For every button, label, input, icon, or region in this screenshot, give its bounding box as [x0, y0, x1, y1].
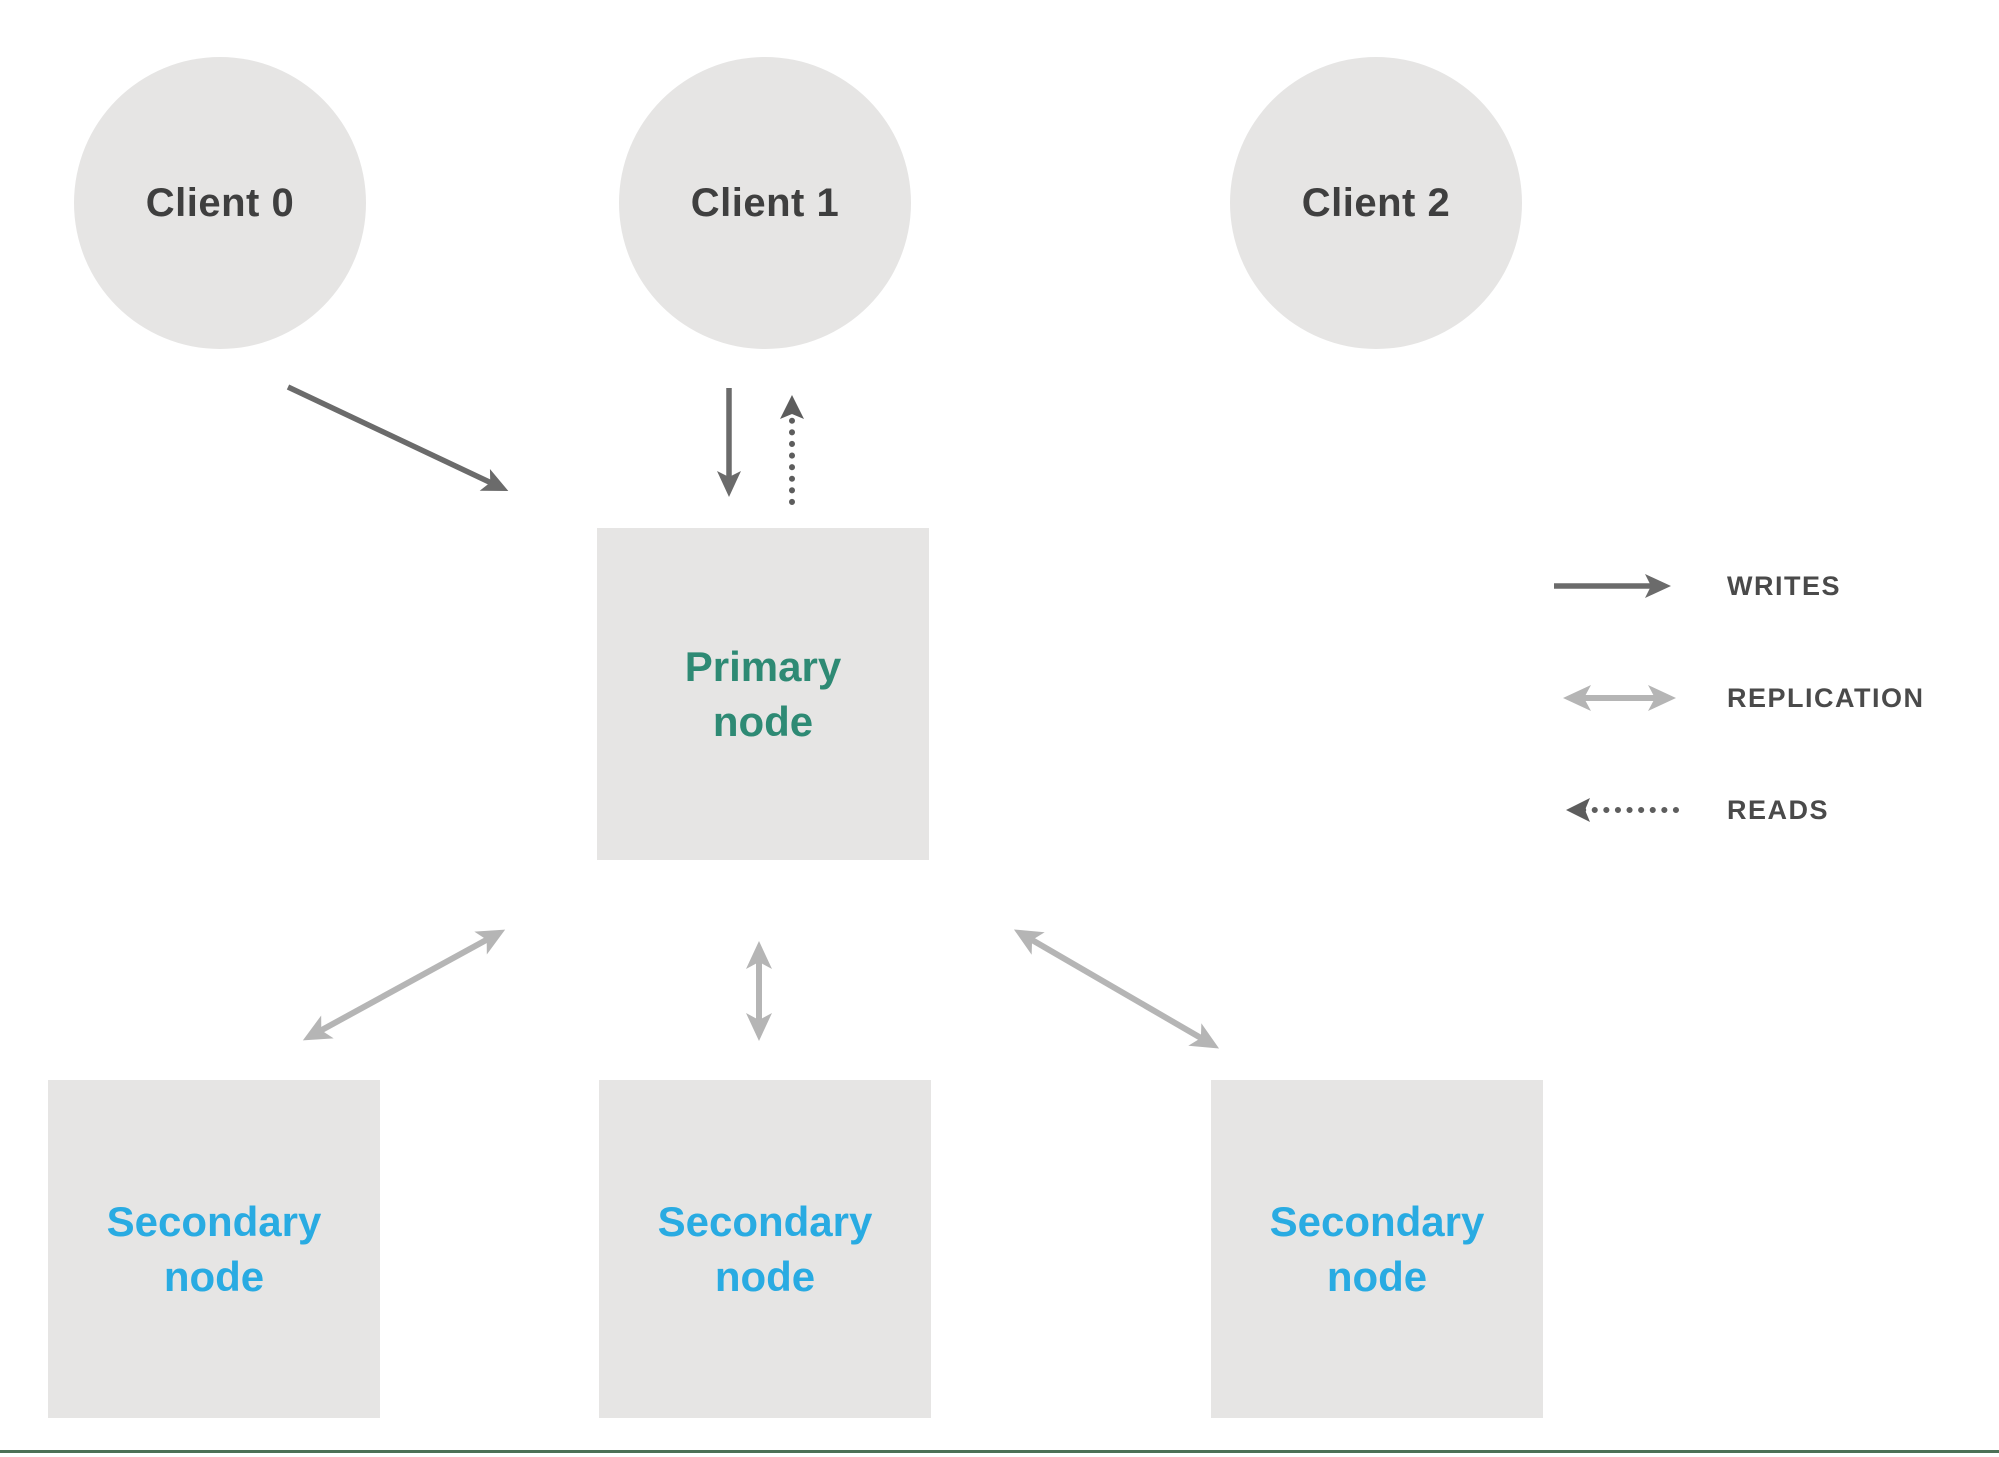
client-2-node: Client 2 — [1230, 57, 1522, 349]
replication-arrow-primary-secondary1 — [302, 929, 506, 1041]
secondary-node-3-label: Secondary node — [1269, 1197, 1485, 1300]
legend-row-replication: REPLICATION — [1552, 682, 1925, 714]
legend-replication-label: REPLICATION — [1727, 682, 1925, 713]
footer-divider-line — [0, 1450, 1999, 1453]
secondary-node-3: Secondary node — [1211, 1080, 1543, 1418]
client-0-label: Client 0 — [145, 180, 295, 225]
client-2-label: Client 2 — [1301, 180, 1451, 225]
legend-reads-arrow-icon — [1566, 798, 1679, 822]
client-1-label: Client 1 — [690, 180, 840, 225]
client-0-node: Client 0 — [74, 57, 366, 349]
secondary-node-1-label: Secondary node — [106, 1197, 322, 1300]
legend-replication-arrow-icon — [1563, 685, 1676, 711]
legend-reads-label: READS — [1727, 794, 1830, 825]
legend-writes-arrow-icon — [1554, 574, 1671, 598]
replication-arrow-primary-secondary3 — [1013, 929, 1220, 1049]
secondary-node-2: Secondary node — [599, 1080, 931, 1418]
secondary-node-1: Secondary node — [48, 1080, 380, 1418]
legend-row-writes: WRITES — [1552, 570, 1925, 602]
primary-node-label: Primary node — [684, 642, 842, 745]
legend-row-reads: READS — [1552, 794, 1925, 826]
client-1-node: Client 1 — [619, 57, 911, 349]
legend-writes-label: WRITES — [1727, 570, 1841, 601]
primary-node: Primary node — [597, 528, 929, 860]
secondary-node-2-label: Secondary node — [657, 1197, 873, 1300]
legend: WRITES REPLICATION READS — [1552, 570, 1925, 826]
writes-arrow-client0-primary — [286, 384, 509, 491]
